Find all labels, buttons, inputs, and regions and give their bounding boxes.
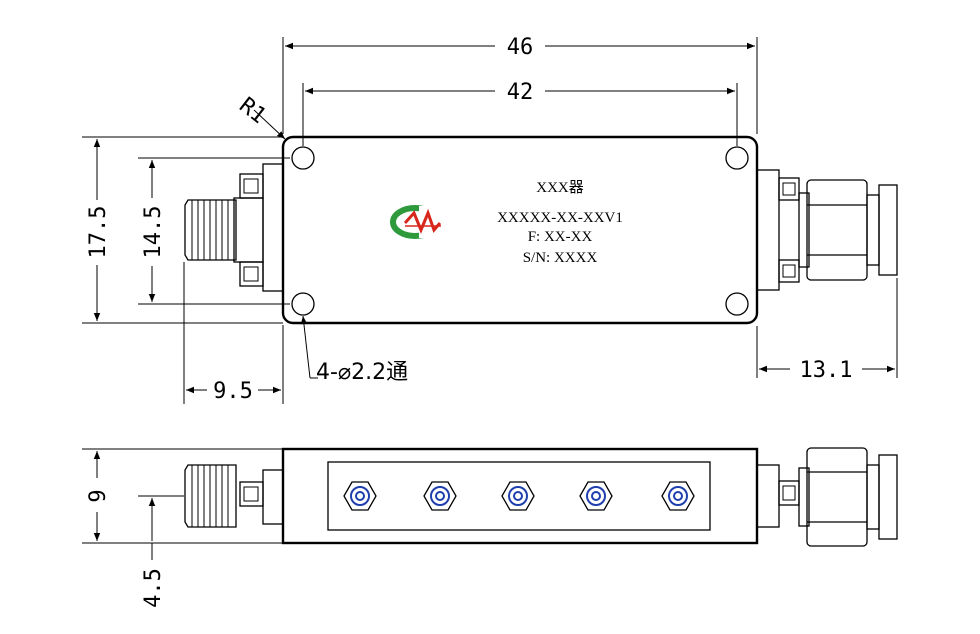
tuning-screw [501,481,535,511]
left-connector-top [184,163,284,292]
dim-hole-spacing-width: 14.5 [141,206,166,259]
dim-left-connector-length: 9.5 [213,379,253,404]
label-line-4: S/N: XXXX [523,250,598,266]
right-connector-top [756,169,898,291]
logo-icon [390,205,442,239]
dim-connector-axis-height: 4.5 [141,568,166,608]
tuning-screw [343,481,377,511]
label-line-2: XXXXX-XX-XXV1 [497,210,623,226]
right-connector-side [756,447,898,547]
dim-total-length: 46 [507,35,534,60]
tuning-screw [579,481,613,511]
side-dimension-lines: 9 4.5 [82,448,283,608]
side-view [184,447,898,547]
dim-hole-spacing-length: 42 [507,80,534,105]
label-line-1: XXX器 [536,180,584,196]
dim-right-connector-length: 13.1 [800,358,853,383]
mounting-hole [291,292,315,316]
top-view: XXX器 XXXXX-XX-XXV1 F: XX-XX S/N: XXXX [184,135,898,325]
dim-height: 9 [86,489,111,502]
top-body [281,135,759,325]
tuning-screw [423,481,457,511]
side-body [281,447,759,545]
hole-callout: 4-⌀2.2通 [316,360,408,385]
tuning-screw [661,481,695,511]
mounting-hole [725,292,749,316]
left-connector-side [184,464,284,528]
dim-total-width: 17.5 [86,206,111,259]
mounting-holes [291,146,749,316]
tuning-screws [343,481,695,511]
mounting-hole [291,146,315,170]
mounting-hole [725,146,749,170]
dim-corner-radius: R1 [234,93,270,129]
label-line-3: F: XX-XX [528,229,593,245]
